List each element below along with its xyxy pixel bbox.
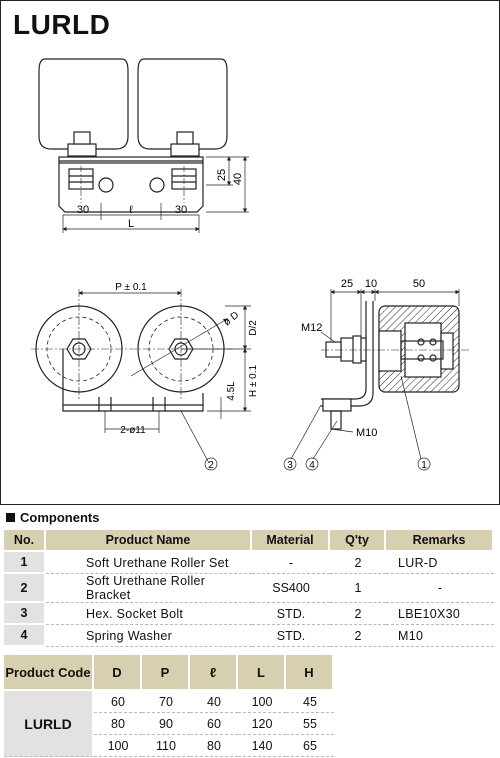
cell-L: 100	[238, 691, 286, 713]
header-L: L	[238, 655, 286, 691]
front-dim-25: 25	[216, 169, 228, 181]
cell-h: 65	[286, 735, 334, 757]
row-product-name: Spring Washer	[46, 625, 252, 647]
front-dim-30-right: 30	[175, 204, 187, 216]
row-remarks: LUR-D	[386, 552, 494, 574]
row-remarks: -	[386, 574, 494, 603]
cell-d: 60	[94, 691, 142, 713]
callout-4: 4	[309, 460, 315, 471]
row-remarks: M10	[386, 625, 494, 647]
header-l-small: ℓ	[190, 655, 238, 691]
table-row: 100 110 80 140 65	[4, 735, 334, 757]
row-qty: 2	[330, 552, 386, 574]
top-dim-d-half: D/2	[248, 320, 259, 336]
header-product-name: Product Name	[46, 530, 252, 552]
row-product-name: Soft Urethane Roller Set	[46, 552, 252, 574]
row-product-name: Hex. Socket Bolt	[46, 603, 252, 625]
header-product-code: Product Code	[4, 655, 94, 691]
header-material: Material	[252, 530, 330, 552]
cell-p: 70	[142, 691, 190, 713]
cell-p: 90	[142, 713, 190, 735]
side-view	[321, 301, 471, 430]
row-qty: 2	[330, 625, 386, 647]
model-title: LURLD	[13, 9, 111, 40]
front-dim-l: ℓ	[129, 204, 133, 216]
front-view	[38, 58, 228, 213]
side-dim-50: 50	[413, 278, 425, 290]
callout-1: 1	[421, 460, 427, 471]
row-material: SS400	[252, 574, 330, 603]
top-dim-holes: 2-ø11	[120, 425, 146, 436]
components-heading-text: Components	[20, 510, 100, 525]
cell-l-small: 40	[190, 691, 238, 713]
cell-L: 120	[238, 713, 286, 735]
front-dim-30-left: 30	[77, 204, 89, 216]
product-code-cell: LURLD	[4, 691, 94, 757]
cell-d: 100	[94, 735, 142, 757]
roller-left	[38, 58, 129, 150]
cell-d: 80	[94, 713, 142, 735]
components-header-row: No. Product Name Material Q'ty Remarks	[4, 530, 494, 552]
components-heading: Components	[6, 510, 99, 525]
cell-l-small: 60	[190, 713, 238, 735]
header-no: No.	[4, 530, 46, 552]
roller-right	[137, 58, 228, 150]
row-qty: 2	[330, 603, 386, 625]
top-dimensions	[78, 290, 251, 471]
front-dim-40: 40	[232, 173, 244, 185]
header-remarks: Remarks	[386, 530, 494, 552]
cell-l-small: 80	[190, 735, 238, 757]
row-material: STD.	[252, 603, 330, 625]
technical-drawing: 25 40 30 ℓ 30 L	[31, 58, 471, 471]
table-row: 2 Soft Urethane Roller Bracket SS400 1 -	[4, 574, 494, 603]
header-qty: Q'ty	[330, 530, 386, 552]
front-dim-L: L	[128, 218, 134, 230]
cell-h: 55	[286, 713, 334, 735]
row-no: 1	[4, 552, 46, 574]
dimensions-header-row: Product Code D P ℓ L H	[4, 655, 334, 691]
table-row: 80 90 60 120 55	[4, 713, 334, 735]
top-dim-pitch: P ± 0.1	[115, 282, 147, 293]
header-h: H	[286, 655, 334, 691]
cell-p: 110	[142, 735, 190, 757]
top-dim-diameter: ø D	[222, 310, 241, 329]
side-label-m10: M10	[356, 427, 377, 439]
header-d: D	[94, 655, 142, 691]
dimensions-table: Product Code D P ℓ L H LURLD 60 70 40 10…	[4, 655, 334, 757]
technical-drawing-frame: LURLD	[0, 0, 500, 505]
side-dimensions	[283, 289, 460, 471]
table-row: 4 Spring Washer STD. 2 M10	[4, 625, 494, 647]
row-product-name: Soft Urethane Roller Bracket	[46, 574, 252, 603]
top-view	[31, 289, 233, 412]
callout-3: 3	[287, 460, 293, 471]
heading-square-icon	[6, 513, 15, 522]
side-dim-10: 10	[365, 278, 377, 290]
row-qty: 1	[330, 574, 386, 603]
table-row: 3 Hex. Socket Bolt STD. 2 LBE10X30	[4, 603, 494, 625]
side-dim-25: 25	[341, 278, 353, 290]
cell-L: 140	[238, 735, 286, 757]
components-table: No. Product Name Material Q'ty Remarks 1…	[4, 530, 494, 647]
table-row: 1 Soft Urethane Roller Set - 2 LUR-D	[4, 552, 494, 574]
side-label-m12: M12	[301, 322, 322, 334]
top-dim-h: H ± 0.1	[248, 364, 259, 397]
row-remarks: LBE10X30	[386, 603, 494, 625]
row-no: 3	[4, 603, 46, 625]
row-material: -	[252, 552, 330, 574]
callout-2: 2	[208, 460, 214, 471]
row-no: 2	[4, 574, 46, 603]
header-p: P	[142, 655, 190, 691]
row-material: STD.	[252, 625, 330, 647]
top-dim-thickness: 4.5L	[226, 381, 237, 401]
cell-h: 45	[286, 691, 334, 713]
row-no: 4	[4, 625, 46, 647]
table-row: LURLD 60 70 40 100 45	[4, 691, 334, 757]
front-dimensions	[62, 156, 249, 233]
